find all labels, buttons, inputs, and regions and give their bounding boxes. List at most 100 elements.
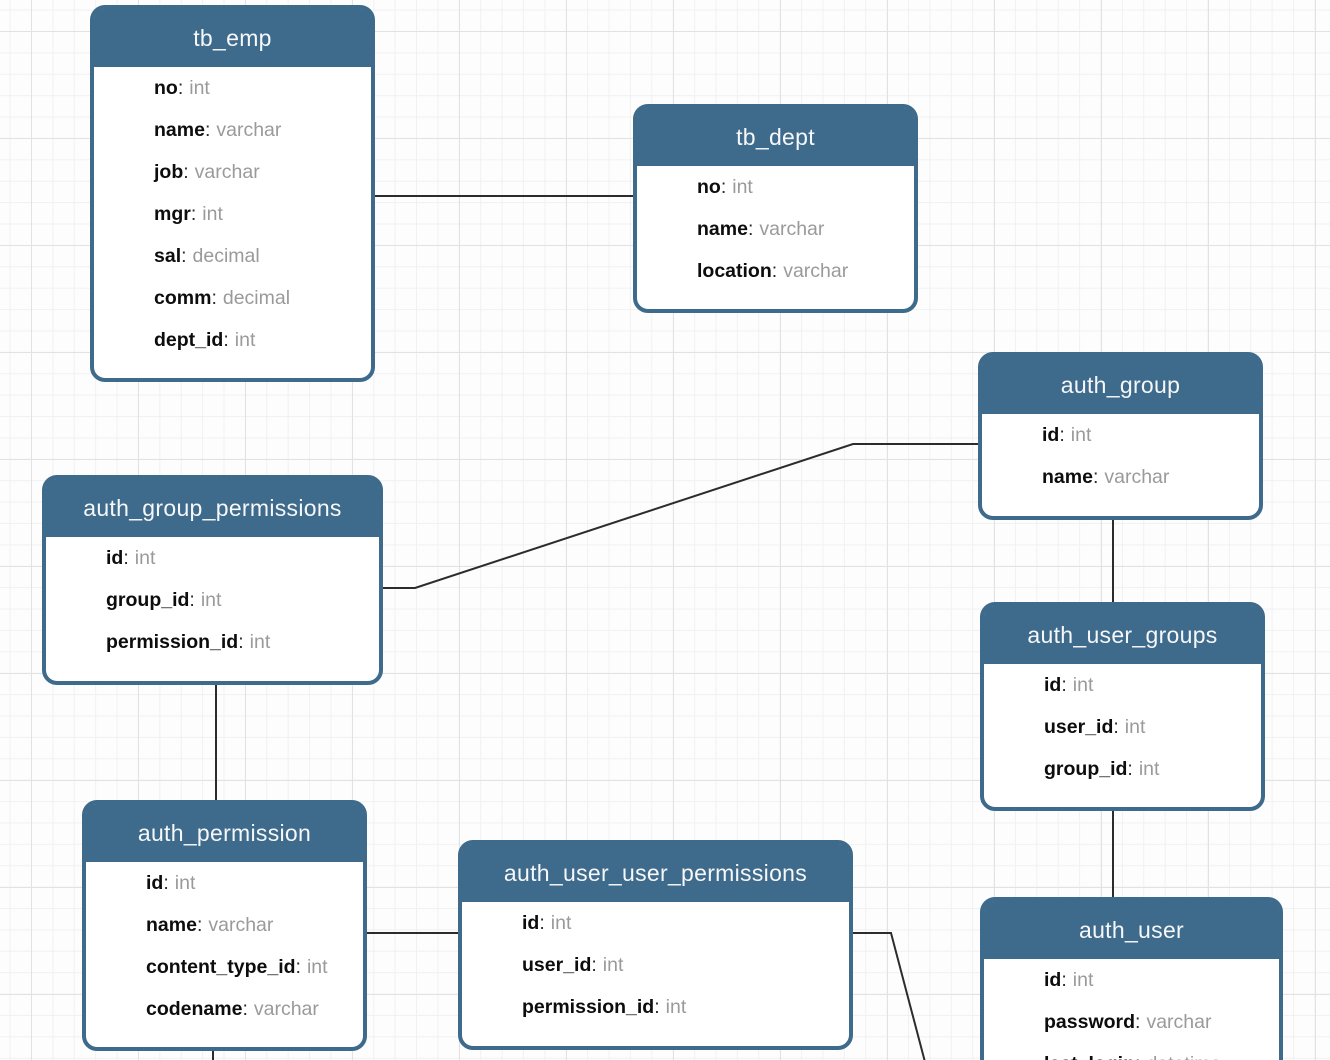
field-name: name: [697, 218, 748, 240]
field-row[interactable]: group_id:int: [984, 748, 1261, 790]
field-colon: :: [190, 203, 197, 225]
relationship-auth_user_user_permissions-offscreen[interactable]: [848, 932, 926, 1060]
field-colon: :: [1135, 1011, 1141, 1033]
field-colon: :: [591, 954, 597, 976]
field-row[interactable]: id:int: [982, 414, 1259, 456]
table-auth-group-permissions[interactable]: auth_group_permissions id:int group_id:i…: [42, 475, 383, 685]
table-header[interactable]: tb_emp: [94, 9, 371, 67]
table-title: tb_dept: [736, 123, 815, 150]
field-name: id: [1044, 969, 1062, 991]
field-row[interactable]: id:int: [462, 902, 849, 944]
field-name: job: [154, 161, 184, 183]
field-name: last_login: [1044, 1053, 1135, 1060]
field-type: int: [234, 329, 256, 351]
field-name: codename: [146, 998, 243, 1020]
table-header[interactable]: auth_user: [984, 901, 1279, 959]
field-name: user_id: [1044, 716, 1114, 738]
field-row[interactable]: name:varchar: [86, 904, 363, 946]
table-body: id:int group_id:int permission_id:int: [46, 537, 379, 663]
field-row[interactable]: content_type_id:int: [86, 946, 363, 988]
field-row[interactable]: comm:decimal: [94, 277, 371, 319]
field-colon: :: [189, 589, 195, 611]
field-row[interactable]: dept_id:int: [94, 319, 371, 361]
field-name: id: [522, 912, 540, 934]
field-name: mgr: [154, 203, 191, 225]
field-row[interactable]: mgr:int: [94, 193, 371, 235]
table-tb-emp[interactable]: tb_emp no:int name:varchar job:varchar m…: [90, 5, 375, 382]
field-type: int: [174, 872, 196, 894]
field-row[interactable]: password:varchar: [984, 1001, 1279, 1043]
field-row[interactable]: id:int: [984, 959, 1279, 1001]
table-header[interactable]: auth_user_user_permissions: [462, 844, 849, 902]
field-row[interactable]: user_id:int: [462, 944, 849, 986]
field-row[interactable]: job:varchar: [94, 151, 371, 193]
table-header[interactable]: auth_group_permissions: [46, 479, 379, 537]
field-name: group_id: [106, 589, 190, 611]
field-colon: :: [1127, 758, 1133, 780]
field-type: varchar: [783, 260, 849, 282]
field-name: name: [154, 119, 205, 141]
field-name: id: [146, 872, 164, 894]
field-row[interactable]: name:varchar: [94, 109, 371, 151]
field-colon: :: [539, 912, 545, 934]
field-colon: :: [123, 547, 129, 569]
field-type: varchar: [194, 161, 260, 183]
table-body: id:int user_id:int group_id:int: [984, 664, 1261, 790]
table-auth-user[interactable]: auth_user id:int password:varchar last_l…: [980, 897, 1283, 1060]
field-row[interactable]: location:varchar: [637, 250, 914, 292]
field-name: sal: [154, 245, 182, 267]
table-header[interactable]: auth_permission: [86, 804, 363, 862]
field-row[interactable]: name:varchar: [637, 208, 914, 250]
field-name: name: [146, 914, 197, 936]
field-row[interactable]: name:varchar: [982, 456, 1259, 498]
field-name: dept_id: [154, 329, 224, 351]
field-name: id: [1044, 674, 1062, 696]
field-row[interactable]: group_id:int: [46, 579, 379, 621]
table-auth-user-user-permissions[interactable]: auth_user_user_permissions id:int user_i…: [458, 840, 853, 1050]
field-name: password: [1044, 1011, 1136, 1033]
table-tb-dept[interactable]: tb_dept no:int name:varchar location:var…: [633, 104, 918, 313]
table-title: tb_emp: [193, 24, 272, 51]
relationship-auth_group_permissions-auth_group[interactable]: [380, 443, 983, 589]
field-row[interactable]: last_login:datetime: [984, 1043, 1279, 1060]
field-row[interactable]: id:int: [86, 862, 363, 904]
field-colon: :: [163, 872, 169, 894]
field-colon: :: [211, 287, 217, 309]
field-name: comm: [154, 287, 212, 309]
field-name: location: [697, 260, 772, 282]
table-auth-group[interactable]: auth_group id:int name:varchar: [978, 352, 1263, 520]
table-body: id:int user_id:int permission_id:int: [462, 902, 849, 1028]
field-row[interactable]: id:int: [46, 537, 379, 579]
field-row[interactable]: no:int: [637, 166, 914, 208]
table-auth-permission[interactable]: auth_permission id:int name:varchar cont…: [82, 800, 367, 1051]
table-header[interactable]: auth_group: [982, 356, 1259, 414]
field-row[interactable]: sal:decimal: [94, 235, 371, 277]
field-colon: :: [183, 161, 189, 183]
field-type: int: [1070, 424, 1092, 446]
table-body: id:int name:varchar: [982, 414, 1259, 498]
field-type: int: [602, 954, 624, 976]
field-type: varchar: [1104, 466, 1170, 488]
table-header[interactable]: tb_dept: [637, 108, 914, 166]
field-row[interactable]: permission_id:int: [46, 621, 379, 663]
field-type: decimal: [192, 245, 260, 267]
field-colon: :: [747, 218, 754, 240]
field-type: int: [550, 912, 572, 934]
field-colon: :: [771, 260, 778, 282]
table-auth-user-groups[interactable]: auth_user_groups id:int user_id:int grou…: [980, 602, 1265, 811]
field-name: name: [1042, 466, 1093, 488]
field-type: int: [134, 547, 156, 569]
table-body: no:int name:varchar job:varchar mgr:int …: [94, 67, 371, 361]
field-colon: :: [1092, 466, 1099, 488]
field-row[interactable]: user_id:int: [984, 706, 1261, 748]
field-row[interactable]: permission_id:int: [462, 986, 849, 1028]
field-row[interactable]: codename:varchar: [86, 988, 363, 1030]
field-colon: :: [720, 176, 727, 198]
field-name: id: [106, 547, 124, 569]
field-type: int: [1072, 969, 1094, 991]
field-colon: :: [223, 329, 229, 351]
field-row[interactable]: id:int: [984, 664, 1261, 706]
field-row[interactable]: no:int: [94, 67, 371, 109]
table-header[interactable]: auth_user_groups: [984, 606, 1261, 664]
